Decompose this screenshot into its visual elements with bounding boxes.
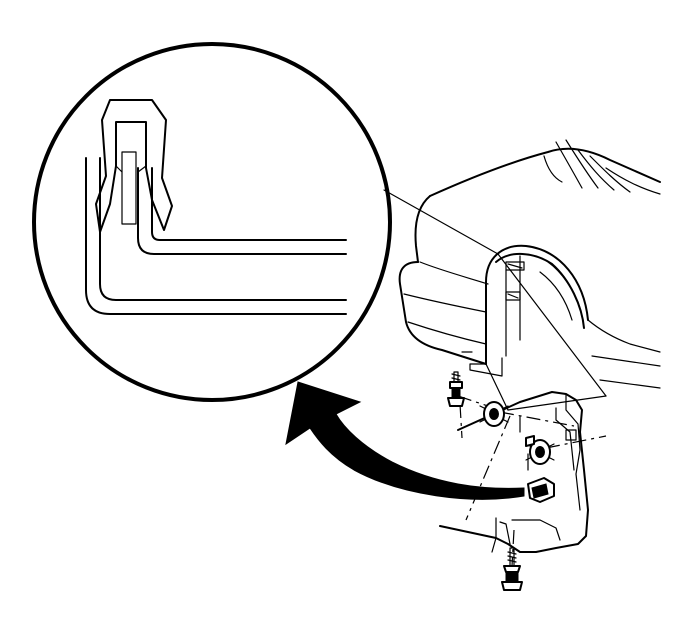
screw-upper [447, 371, 465, 407]
small-hex-screw [525, 435, 535, 447]
alignment-lines [457, 395, 607, 567]
flange-outer-edge [137, 167, 347, 255]
push-pin-retainer-lower [525, 439, 555, 465]
nut-clip [527, 477, 555, 503]
wheelhouse-liner [383, 189, 607, 411]
leader-line-top [383, 189, 499, 255]
clip-center-post [121, 151, 137, 225]
panel-inner-edge [99, 157, 347, 301]
leader-line-right [497, 253, 607, 397]
panel-outer-edge [85, 157, 347, 315]
callout-arrow [285, 381, 525, 500]
magnifier-circle [32, 42, 392, 402]
splash-shield [439, 391, 589, 553]
screw-lower [501, 547, 523, 591]
curved-arrow [285, 381, 525, 500]
push-pin-retainer-upper [479, 401, 509, 427]
retainer-clip [95, 99, 173, 233]
flange-inner-edge [151, 167, 347, 241]
vehicle-fascia [398, 139, 661, 389]
detail-magnifier [32, 42, 392, 402]
